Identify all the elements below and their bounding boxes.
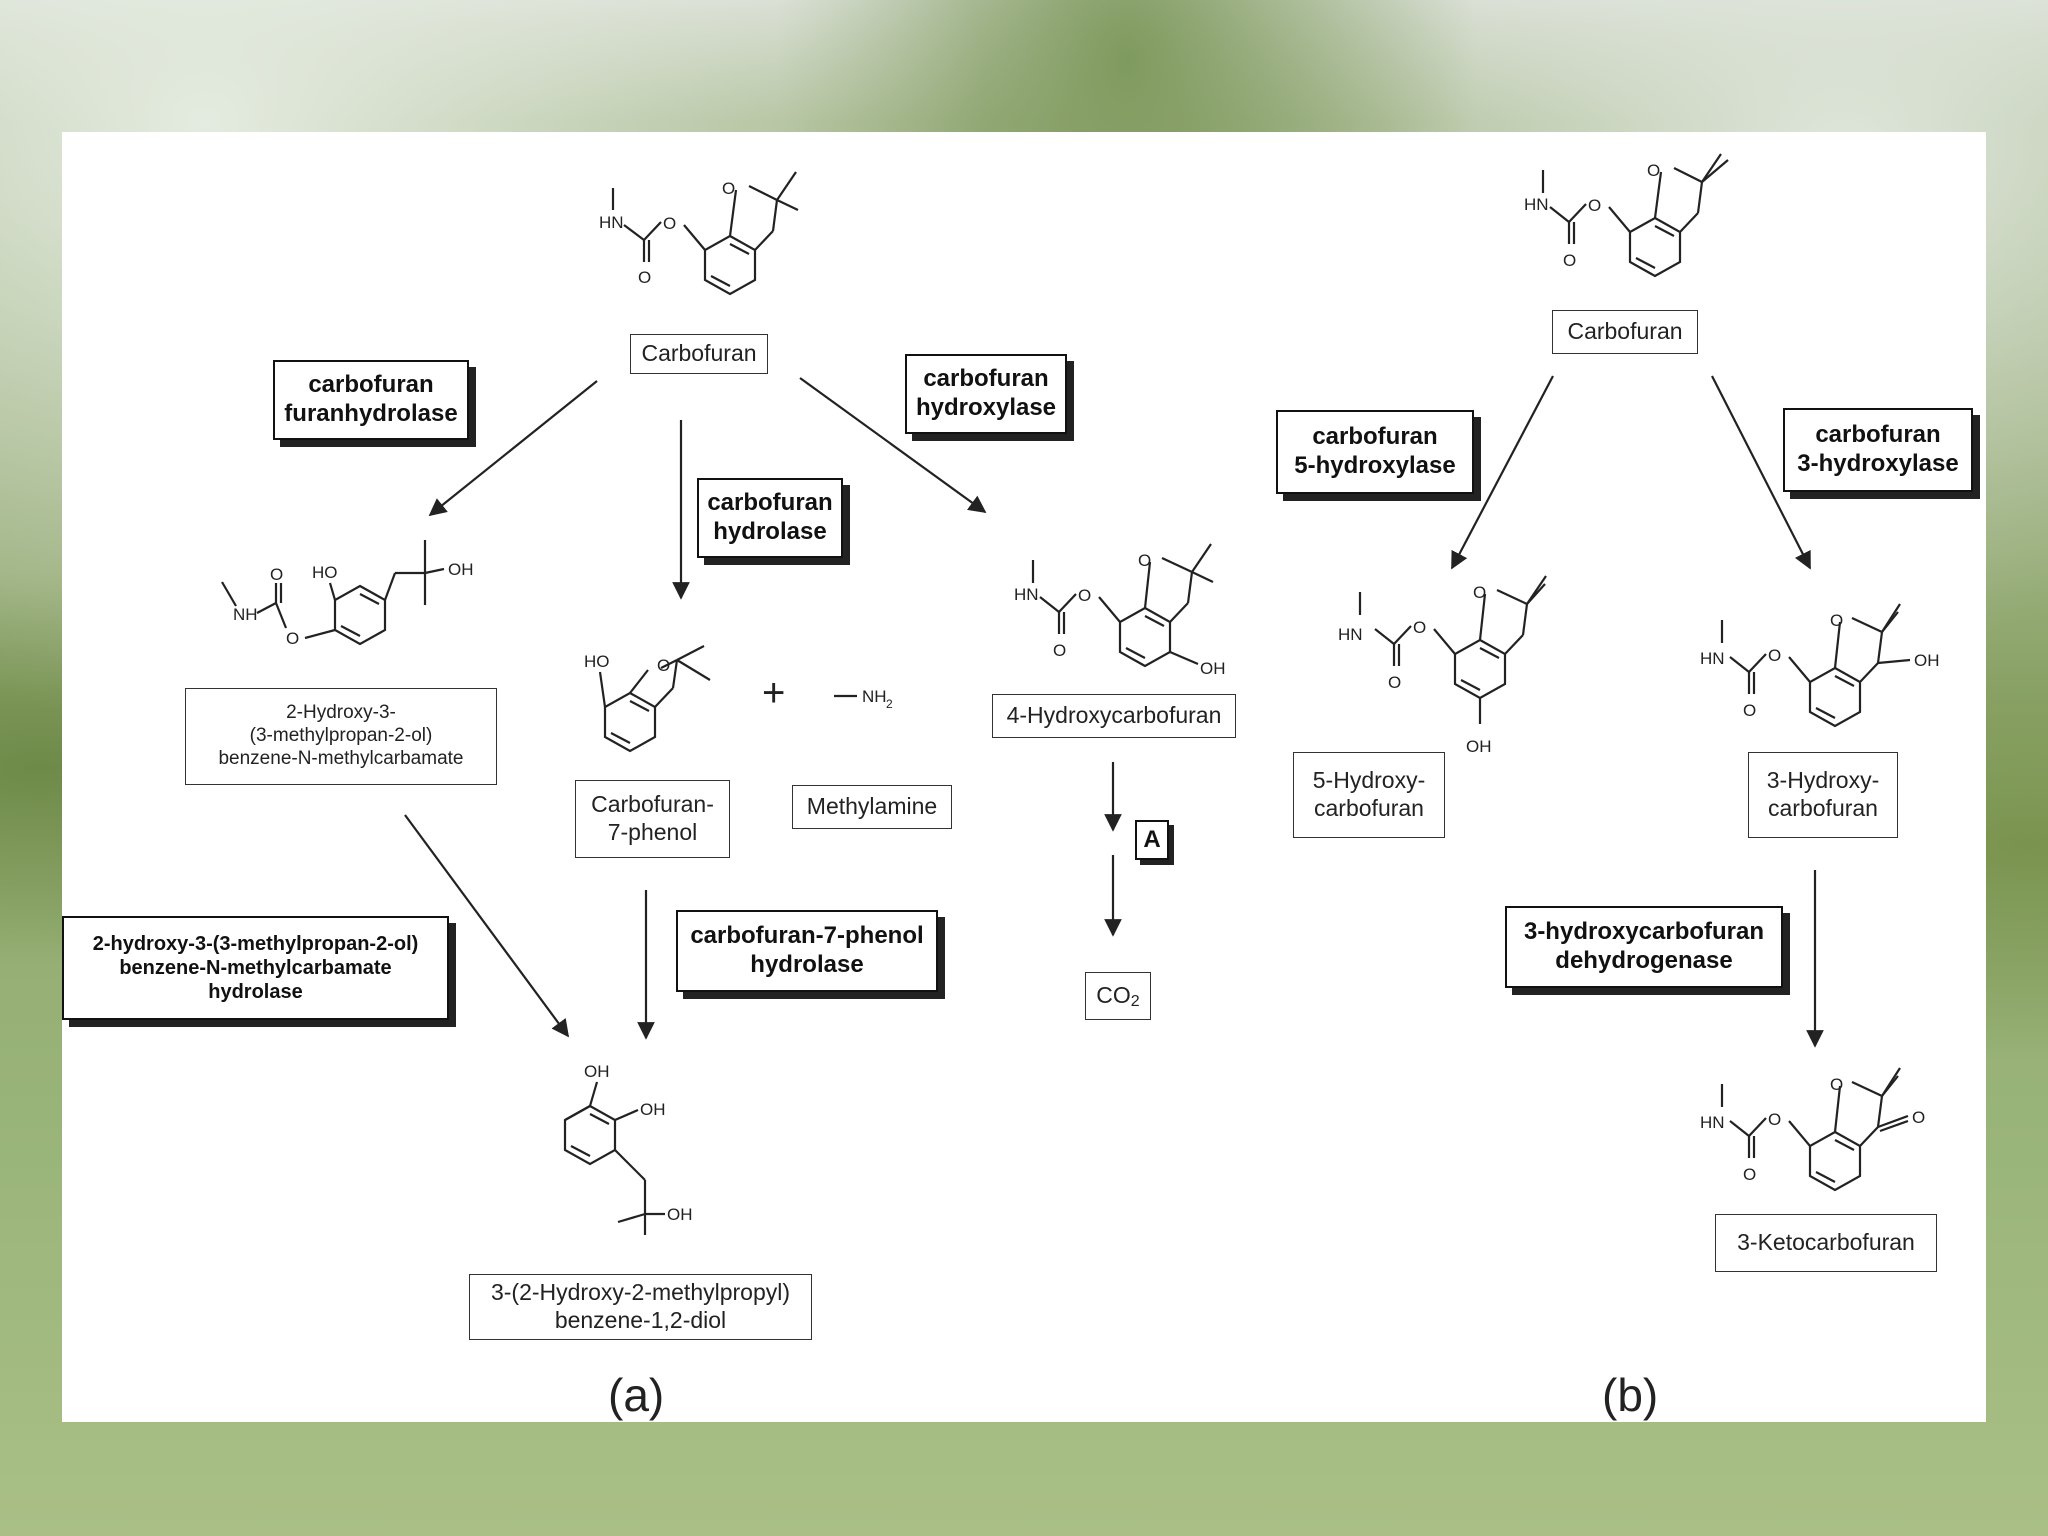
svg-text:HO: HO	[584, 652, 610, 671]
svg-text:HN: HN	[1700, 649, 1725, 668]
methylamine-structure: NH 2	[834, 687, 893, 711]
svg-text:HN: HN	[1524, 195, 1549, 214]
compound-4-hydroxycarbofuran: 4-Hydroxycarbofuran	[992, 694, 1236, 738]
svg-text:O: O	[1743, 1165, 1756, 1184]
compound-5-hydroxycarbofuran: 5-Hydroxy- carbofuran	[1293, 752, 1445, 838]
svg-text:OH: OH	[667, 1205, 693, 1224]
4-hydroxycarbofuran-structure: O O HN O OH	[1014, 543, 1226, 678]
svg-text:O: O	[638, 268, 651, 287]
svg-text:NH: NH	[862, 687, 887, 706]
arrow-carbofuran-to-carbamate	[428, 380, 598, 517]
svg-text:HO: HO	[312, 563, 338, 582]
carbofuran-structure-a: O O HN O	[599, 171, 799, 296]
svg-text:OH: OH	[640, 1100, 666, 1119]
svg-text:O: O	[1563, 251, 1576, 270]
svg-text:O: O	[1413, 618, 1426, 637]
compound-carbofuran-b: Carbofuran	[1552, 310, 1698, 354]
svg-text:HN: HN	[1014, 585, 1039, 604]
svg-text:O: O	[1078, 586, 1091, 605]
enzyme-carbofuran-hydroxylase: carbofuran hydroxylase	[905, 354, 1067, 434]
svg-text:O: O	[1473, 583, 1486, 602]
svg-text:O: O	[1588, 196, 1601, 215]
svg-text:O: O	[286, 629, 299, 648]
carbofuran-7-phenol-structure: O HO	[584, 645, 711, 753]
svg-text:O: O	[1830, 611, 1843, 630]
svg-text:O: O	[1388, 673, 1401, 692]
svg-text:HN: HN	[599, 213, 624, 232]
arrow-carbamate-to-diol	[404, 814, 570, 1038]
panel-label-a: (a)	[608, 1369, 665, 1421]
compound-carbofuran-a: Carbofuran	[630, 334, 768, 374]
svg-text:O: O	[1647, 161, 1660, 180]
arrow-b-carbofuran-to-3-hydroxy	[1711, 375, 1811, 570]
diol-product-structure: OH OH OH	[563, 1062, 693, 1235]
compound-carbofuran-7-phenol: Carbofuran- 7-phenol	[575, 780, 730, 858]
3-hydroxycarbofuran-structure: O O HN O OH	[1700, 603, 1940, 728]
svg-text:2: 2	[886, 697, 893, 711]
svg-text:O: O	[1138, 551, 1151, 570]
svg-text:HN: HN	[1338, 625, 1363, 644]
svg-text:NH: NH	[233, 605, 258, 624]
enzyme-carbofuran-3-hydroxylase: carbofuran 3-hydroxylase	[1783, 408, 1973, 492]
co2-text: CO	[1096, 982, 1131, 1009]
compound-3-hydroxycarbofuran: 3-Hydroxy- carbofuran	[1748, 752, 1898, 838]
carbofuran-structure-b: O O HN O	[1524, 153, 1729, 278]
svg-text:O: O	[270, 565, 283, 584]
enzyme-a: A	[1135, 820, 1169, 860]
svg-text:O: O	[722, 179, 735, 198]
compound-methylamine: Methylamine	[792, 785, 952, 829]
svg-text:OH: OH	[1200, 659, 1226, 678]
svg-text:OH: OH	[1914, 651, 1940, 670]
panel-label-b: (b)	[1602, 1369, 1659, 1421]
svg-text:O: O	[1053, 641, 1066, 660]
svg-text:O: O	[663, 214, 676, 233]
svg-text:O: O	[1768, 646, 1781, 665]
svg-text:O: O	[1912, 1108, 1925, 1127]
enzyme-carbamate-hydrolase: 2-hydroxy-3-(3-methylpropan-2-ol) benzen…	[62, 916, 449, 1020]
svg-text:O: O	[1743, 701, 1756, 720]
co2-subscript: 2	[1130, 993, 1140, 1011]
svg-text:O: O	[657, 656, 670, 675]
svg-text:OH: OH	[1466, 737, 1492, 756]
enzyme-carbofuran-furanhydrolase: carbofuran furanhydrolase	[273, 360, 469, 440]
svg-text:OH: OH	[448, 560, 474, 579]
enzyme-3-hydroxycarbofuran-dehydrogenase: 3-hydroxycarbofuran dehydrogenase	[1505, 906, 1783, 988]
enzyme-carbofuran-5-hydroxylase: carbofuran 5-hydroxylase	[1276, 410, 1474, 494]
plus-sign: +	[762, 671, 785, 715]
3-ketocarbofuran-structure: O O HN O O	[1700, 1067, 1925, 1192]
arrow-b-carbofuran-to-5-hydroxy	[1451, 375, 1554, 570]
reaction-arrows	[404, 375, 1824, 1048]
compound-hydroxy-benzene-carbamate: 2-Hydroxy-3- (3-methylpropan-2-ol) benze…	[185, 688, 497, 785]
enzyme-carbofuran-7-phenol-hydrolase: carbofuran-7-phenol hydrolase	[676, 910, 938, 992]
svg-text:O: O	[1768, 1110, 1781, 1129]
carbamate-intermediate-structure: OH HO O O NH	[221, 540, 474, 648]
5-hydroxycarbofuran-structure: O O HN O OH	[1338, 575, 1547, 756]
compound-3-ketocarbofuran: 3-Ketocarbofuran	[1715, 1214, 1937, 1272]
arrow-carbofuran-to-4-hydroxy	[799, 377, 987, 514]
svg-text:O: O	[1830, 1075, 1843, 1094]
svg-text:HN: HN	[1700, 1113, 1725, 1132]
enzyme-carbofuran-hydrolase: carbofuran hydrolase	[697, 478, 843, 558]
svg-text:OH: OH	[584, 1062, 610, 1081]
compound-diol: 3-(2-Hydroxy-2-methylpropyl) benzene-1,2…	[469, 1274, 812, 1340]
